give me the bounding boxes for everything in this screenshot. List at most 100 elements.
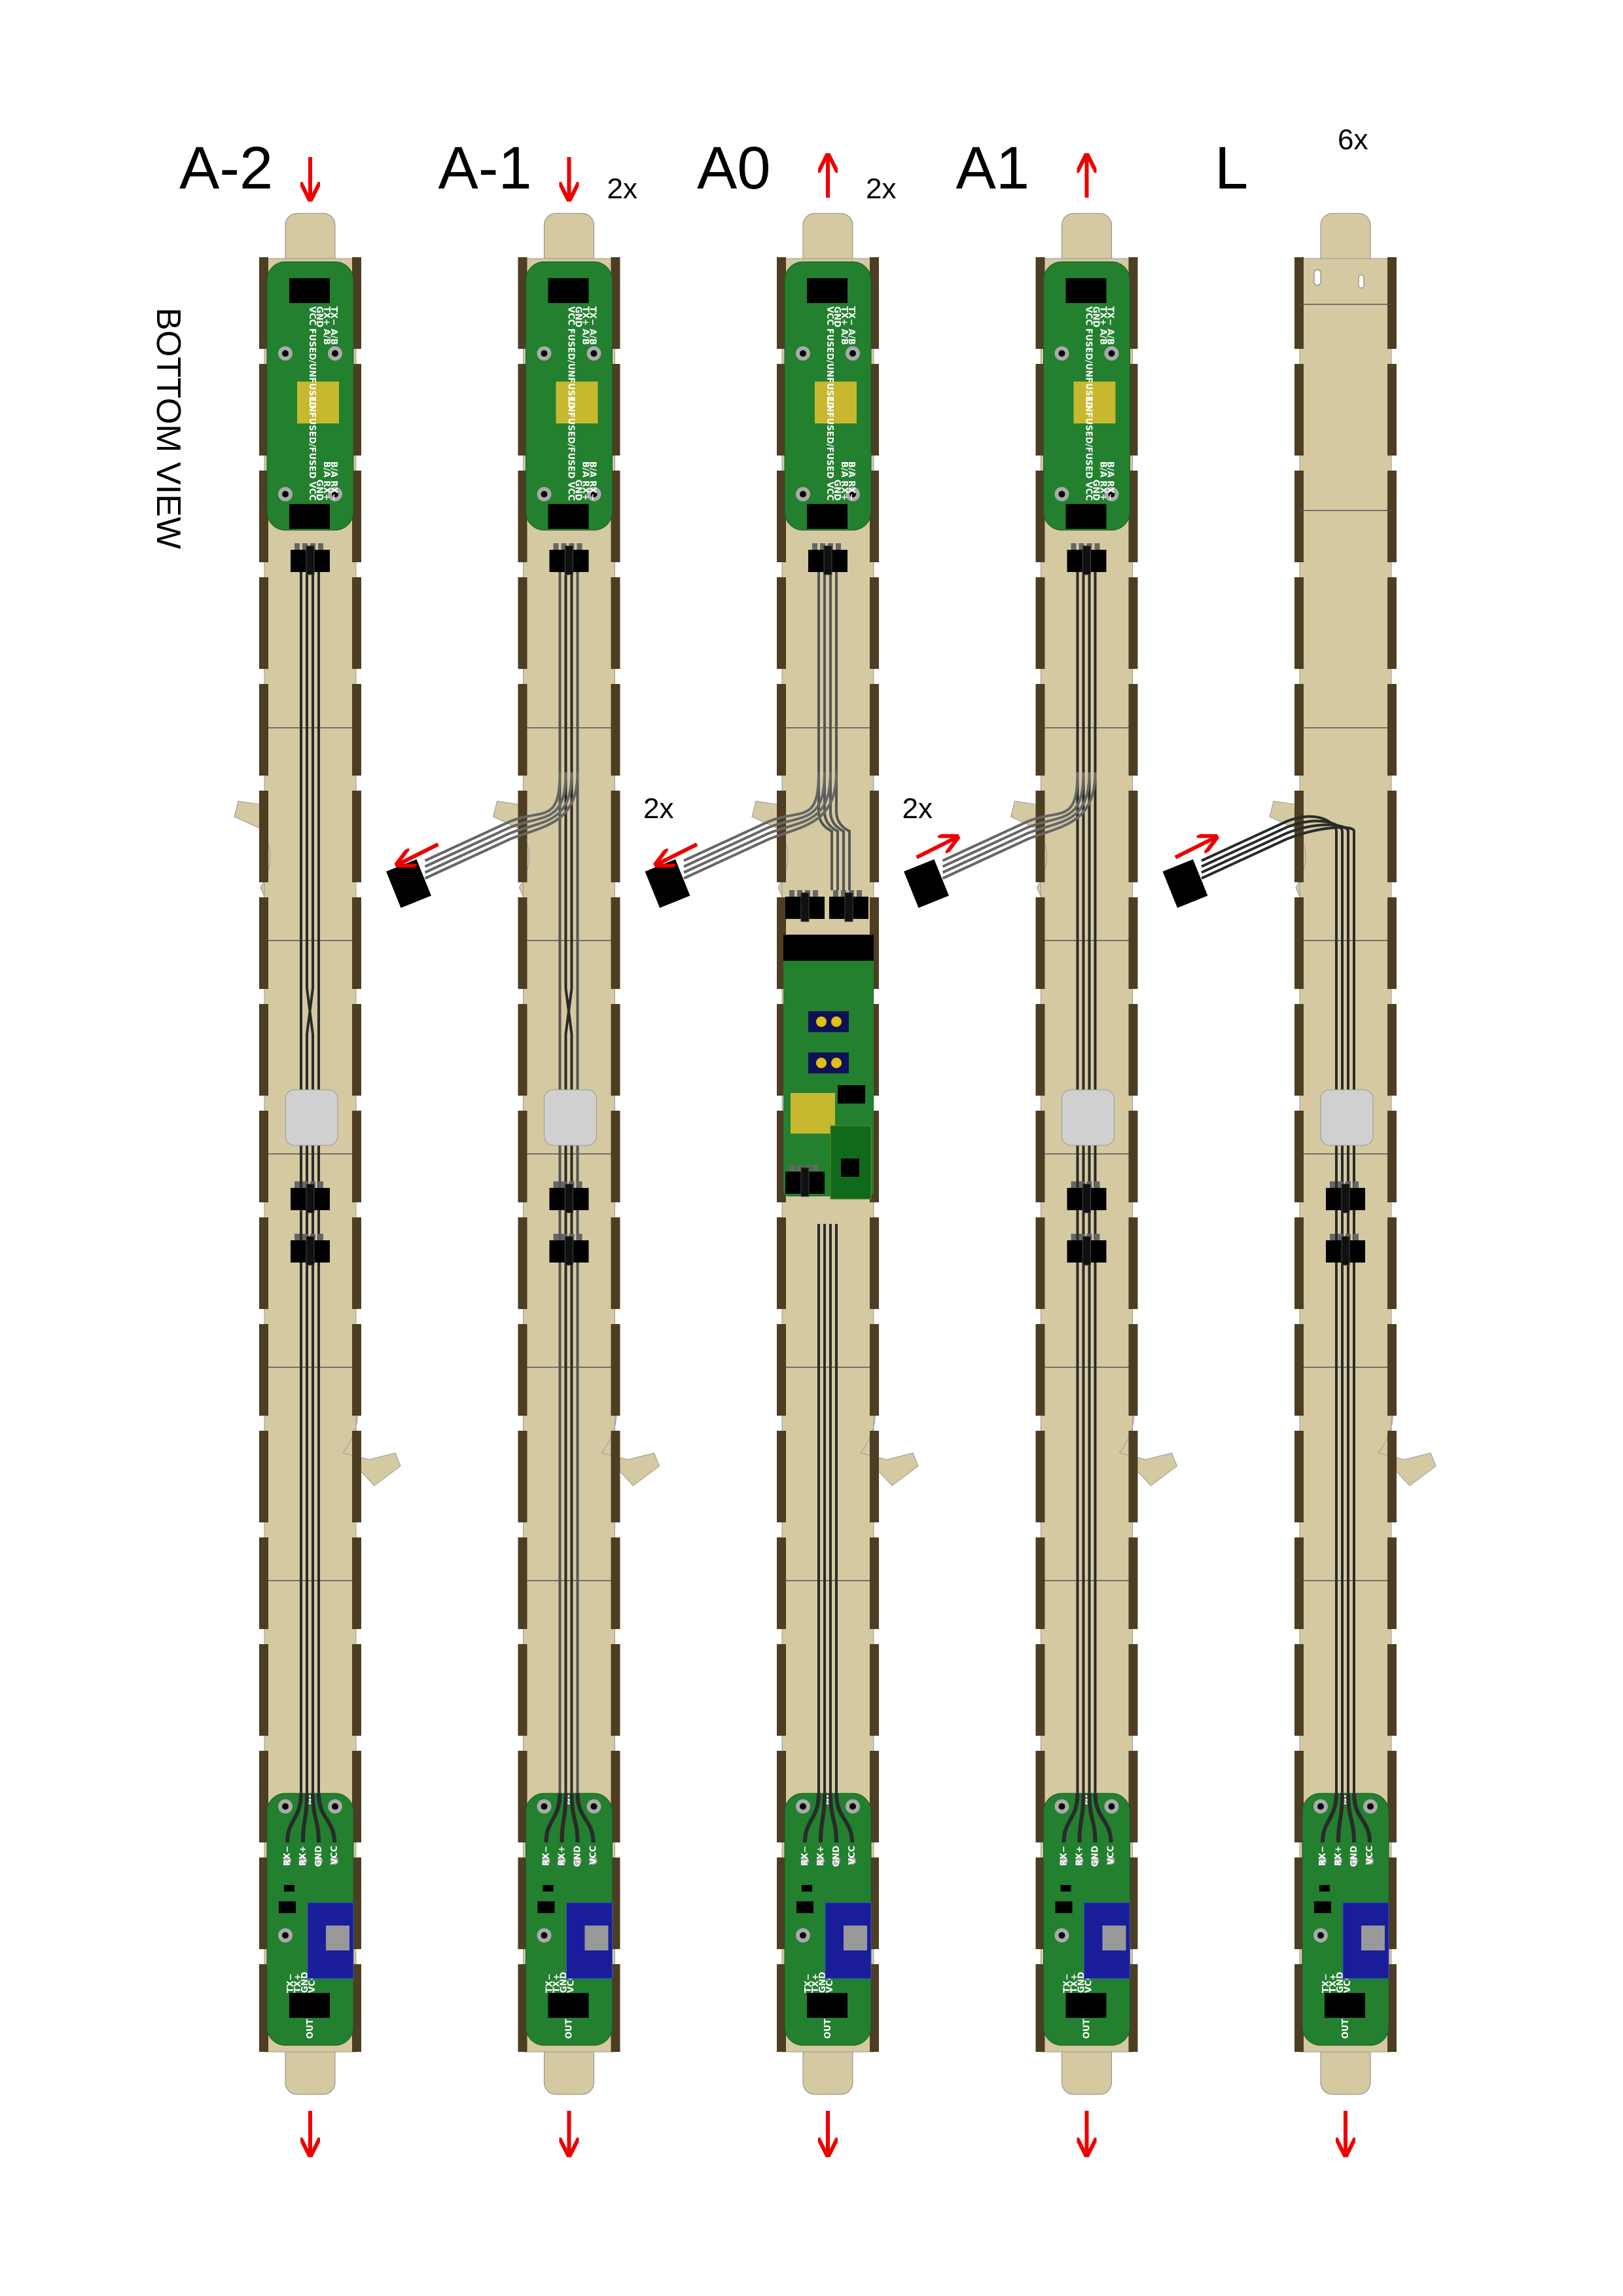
column-label: A-1 [438, 135, 532, 202]
silk-label: VCC FUSED/UNFUSED [307, 306, 317, 409]
slot [1358, 274, 1364, 289]
wood-edge-strip [1294, 257, 1304, 349]
silk-label: TX− A/B [588, 306, 597, 345]
wood-edge-strip [1294, 364, 1304, 456]
wood-edge-strip [352, 1964, 361, 2052]
wood-edge-strip [611, 577, 620, 669]
wood-edge-strip [1294, 1857, 1304, 1949]
mid-connector [1326, 1181, 1365, 1213]
wood-edge-strip [352, 1111, 361, 1202]
connector-pin [302, 543, 308, 552]
wood-edge-strip [1387, 1751, 1397, 1842]
connector-pin [294, 1181, 300, 1191]
silk-label: TX− A/B [846, 306, 856, 345]
wood-edge-strip [611, 364, 620, 456]
wood-edge-strip [870, 791, 879, 882]
silk-label: B/A RX+ [839, 461, 849, 501]
wire-lead [1321, 1793, 1338, 1843]
wood-edge-strip [1128, 257, 1138, 349]
wood-edge-strip [1035, 577, 1045, 669]
side-wire [683, 772, 820, 862]
wood-edge-strip [611, 257, 620, 349]
wood-edge-strip [352, 364, 361, 456]
solder-pad [283, 1857, 291, 1865]
inductor [326, 1926, 349, 1950]
mid-connector [1067, 1234, 1107, 1266]
connector-pin [813, 1165, 818, 1174]
silk-pin-label: RX− [800, 1846, 810, 1866]
wire-bundle [558, 550, 579, 1793]
inductor [1102, 1926, 1126, 1950]
wood-edge-strip [1128, 577, 1138, 669]
silk-out-title: OUT [565, 2018, 575, 2039]
column-label: L [1215, 135, 1248, 202]
wood-edge-strip [1128, 1431, 1138, 1522]
wood-board [234, 213, 401, 2095]
mid-connector [291, 1181, 330, 1213]
wood-edge-strip [1035, 1644, 1045, 1736]
wire [817, 811, 833, 890]
wood-edge-strip [1035, 1004, 1045, 1096]
smd-part [1060, 1885, 1071, 1892]
wood-edge-strip [1035, 1537, 1045, 1629]
connector-pin [318, 1181, 323, 1191]
connector-pin [857, 890, 862, 899]
mounting-hole-center [590, 491, 597, 497]
ic-chip [838, 1085, 865, 1103]
ic-chip [1314, 1901, 1331, 1913]
wire-lead [311, 1793, 321, 1843]
wood-edge-strip [611, 1537, 620, 1629]
silk-out-title: OUT [1341, 2018, 1351, 2039]
wood-edge-strip [518, 1004, 527, 1096]
wood-edge-strip [1035, 1751, 1045, 1842]
wood-edge-strip [352, 1217, 361, 1309]
rail [1299, 258, 1392, 2053]
output-connector [1325, 1993, 1365, 2018]
smd-part [1319, 1885, 1330, 1892]
mounting-hole-center [800, 1803, 806, 1810]
silk-pin-label: RX+ [558, 1846, 567, 1866]
cable-direction-arrow-out [399, 842, 439, 864]
side-wire [683, 772, 832, 874]
connector-latch [1082, 1183, 1091, 1213]
wood-edge-strip [777, 364, 786, 456]
wood-edge-strip [1035, 1324, 1045, 1416]
side-wire [683, 772, 826, 868]
wood-edge-strip [518, 577, 527, 669]
smd-part [802, 1885, 812, 1892]
silk-out-label: TX+ [552, 1973, 562, 1993]
connector-pin [841, 890, 846, 899]
connector-pin [302, 1181, 308, 1191]
wood-edge-strip [518, 1857, 527, 1949]
connector-latch [306, 1183, 315, 1213]
wood-edge-strip [777, 257, 786, 349]
silk-pin-label: GND [1349, 1846, 1359, 1867]
wood-edge-strip [352, 1324, 361, 1416]
mid-connector [1326, 1234, 1365, 1266]
side-wire [424, 772, 567, 868]
wood-edge-strip [1387, 1537, 1397, 1629]
wood-edge-strip [518, 897, 527, 989]
connector-pin [561, 543, 567, 552]
mounting-hole-center [1108, 350, 1115, 357]
side-connector [1162, 859, 1208, 908]
wire-lead [1087, 1793, 1097, 1843]
wood-edge-strip [1294, 577, 1304, 669]
wire-lead [834, 1793, 854, 1843]
solder-pad [1319, 1857, 1327, 1865]
wood-edge-strip [518, 684, 527, 776]
connector-latch [306, 1236, 315, 1266]
wood-edge-strip [611, 1217, 620, 1309]
column-label: A1 [956, 135, 1030, 202]
top-connector [808, 543, 847, 575]
wood-edge-strip [870, 1537, 879, 1629]
diffuser-block [1320, 1089, 1374, 1146]
wood-edge-strip [611, 684, 620, 776]
silk-pin-label: RX+ [816, 1846, 826, 1866]
side-wire [942, 772, 1097, 880]
wood-edge-strip [352, 1431, 361, 1522]
wire-lead [1061, 1793, 1080, 1843]
wood-edge-strip [1128, 364, 1138, 456]
